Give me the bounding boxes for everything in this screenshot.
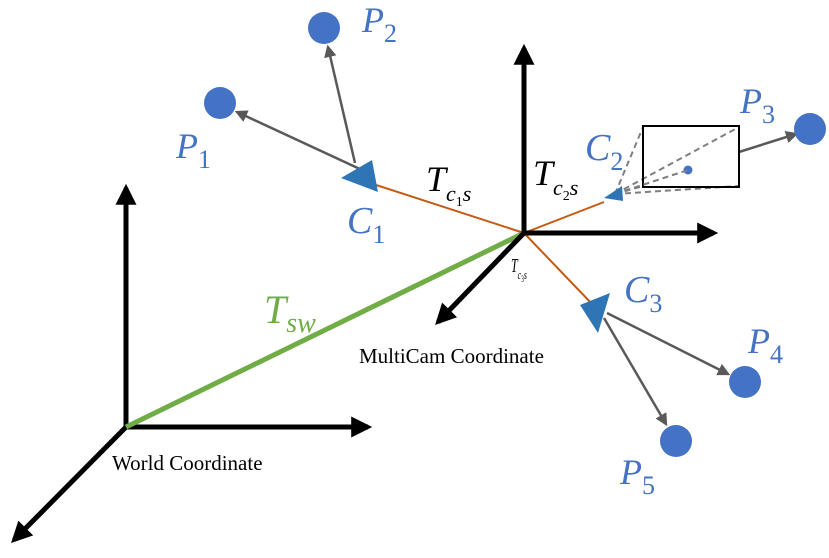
frustum-edge-top: [614, 126, 644, 195]
frustum-edge-diag: [614, 126, 740, 195]
world-axis-z: [11, 425, 128, 543]
label-c3: C3: [624, 269, 662, 318]
caption-world: World Coordinate: [112, 451, 263, 475]
label-c2: C2: [585, 127, 623, 176]
link-c2: [523, 201, 605, 234]
label-p5: P5: [619, 452, 655, 500]
ray-c2-p3: [738, 131, 799, 154]
camera-labels: C1 C2 C3: [347, 127, 662, 318]
point-p3-icon: [794, 113, 826, 145]
multicam-axes: [435, 43, 719, 326]
label-t-c2s: Tc2s: [533, 153, 578, 204]
point-p2-icon: [308, 12, 340, 44]
point-p5-icon: [660, 425, 692, 457]
link-c3: [523, 232, 594, 306]
points: [204, 12, 826, 457]
world-axes: [11, 183, 373, 543]
camera-links: [372, 183, 605, 306]
world-to-multicam-link: [124, 230, 526, 430]
label-p1: P1: [175, 126, 211, 174]
projection-ray: [614, 169, 689, 195]
ray-c1-p2: [324, 44, 357, 164]
ray-c3-p4: [606, 311, 731, 376]
point-labels: P1 P2 P3 P4 P5: [175, 0, 783, 500]
camera-2-frustum: [614, 125, 740, 195]
label-t-c1s: Tc1s: [426, 159, 471, 210]
camera-3-icon: [580, 293, 610, 333]
label-t-c3s: Tc3s: [511, 254, 527, 285]
label-p3: P3: [739, 81, 775, 129]
image-plane: [642, 125, 740, 188]
link-c1: [372, 183, 525, 234]
camera-2-icon: [604, 186, 623, 201]
label-p2: P2: [361, 0, 397, 48]
multicam-axis-z: [435, 231, 526, 326]
transform-labels: Tc1s Tc2s Tc3s Tsw: [264, 153, 578, 339]
frame-captions: MultiCam Coordinate World Coordinate: [112, 344, 544, 475]
ray-c1-p1: [234, 110, 363, 172]
label-t-sw: Tsw: [264, 287, 316, 339]
point-p4-icon: [729, 366, 761, 398]
cameras: [341, 160, 623, 333]
camera-1-icon: [341, 160, 378, 192]
rays: [234, 44, 799, 427]
ray-c3-p5: [602, 317, 668, 427]
image-point: [683, 165, 693, 175]
label-p4: P4: [747, 321, 783, 369]
caption-multicam: MultiCam Coordinate: [359, 344, 544, 368]
label-c1: C1: [347, 200, 385, 249]
point-p1-icon: [204, 87, 236, 119]
